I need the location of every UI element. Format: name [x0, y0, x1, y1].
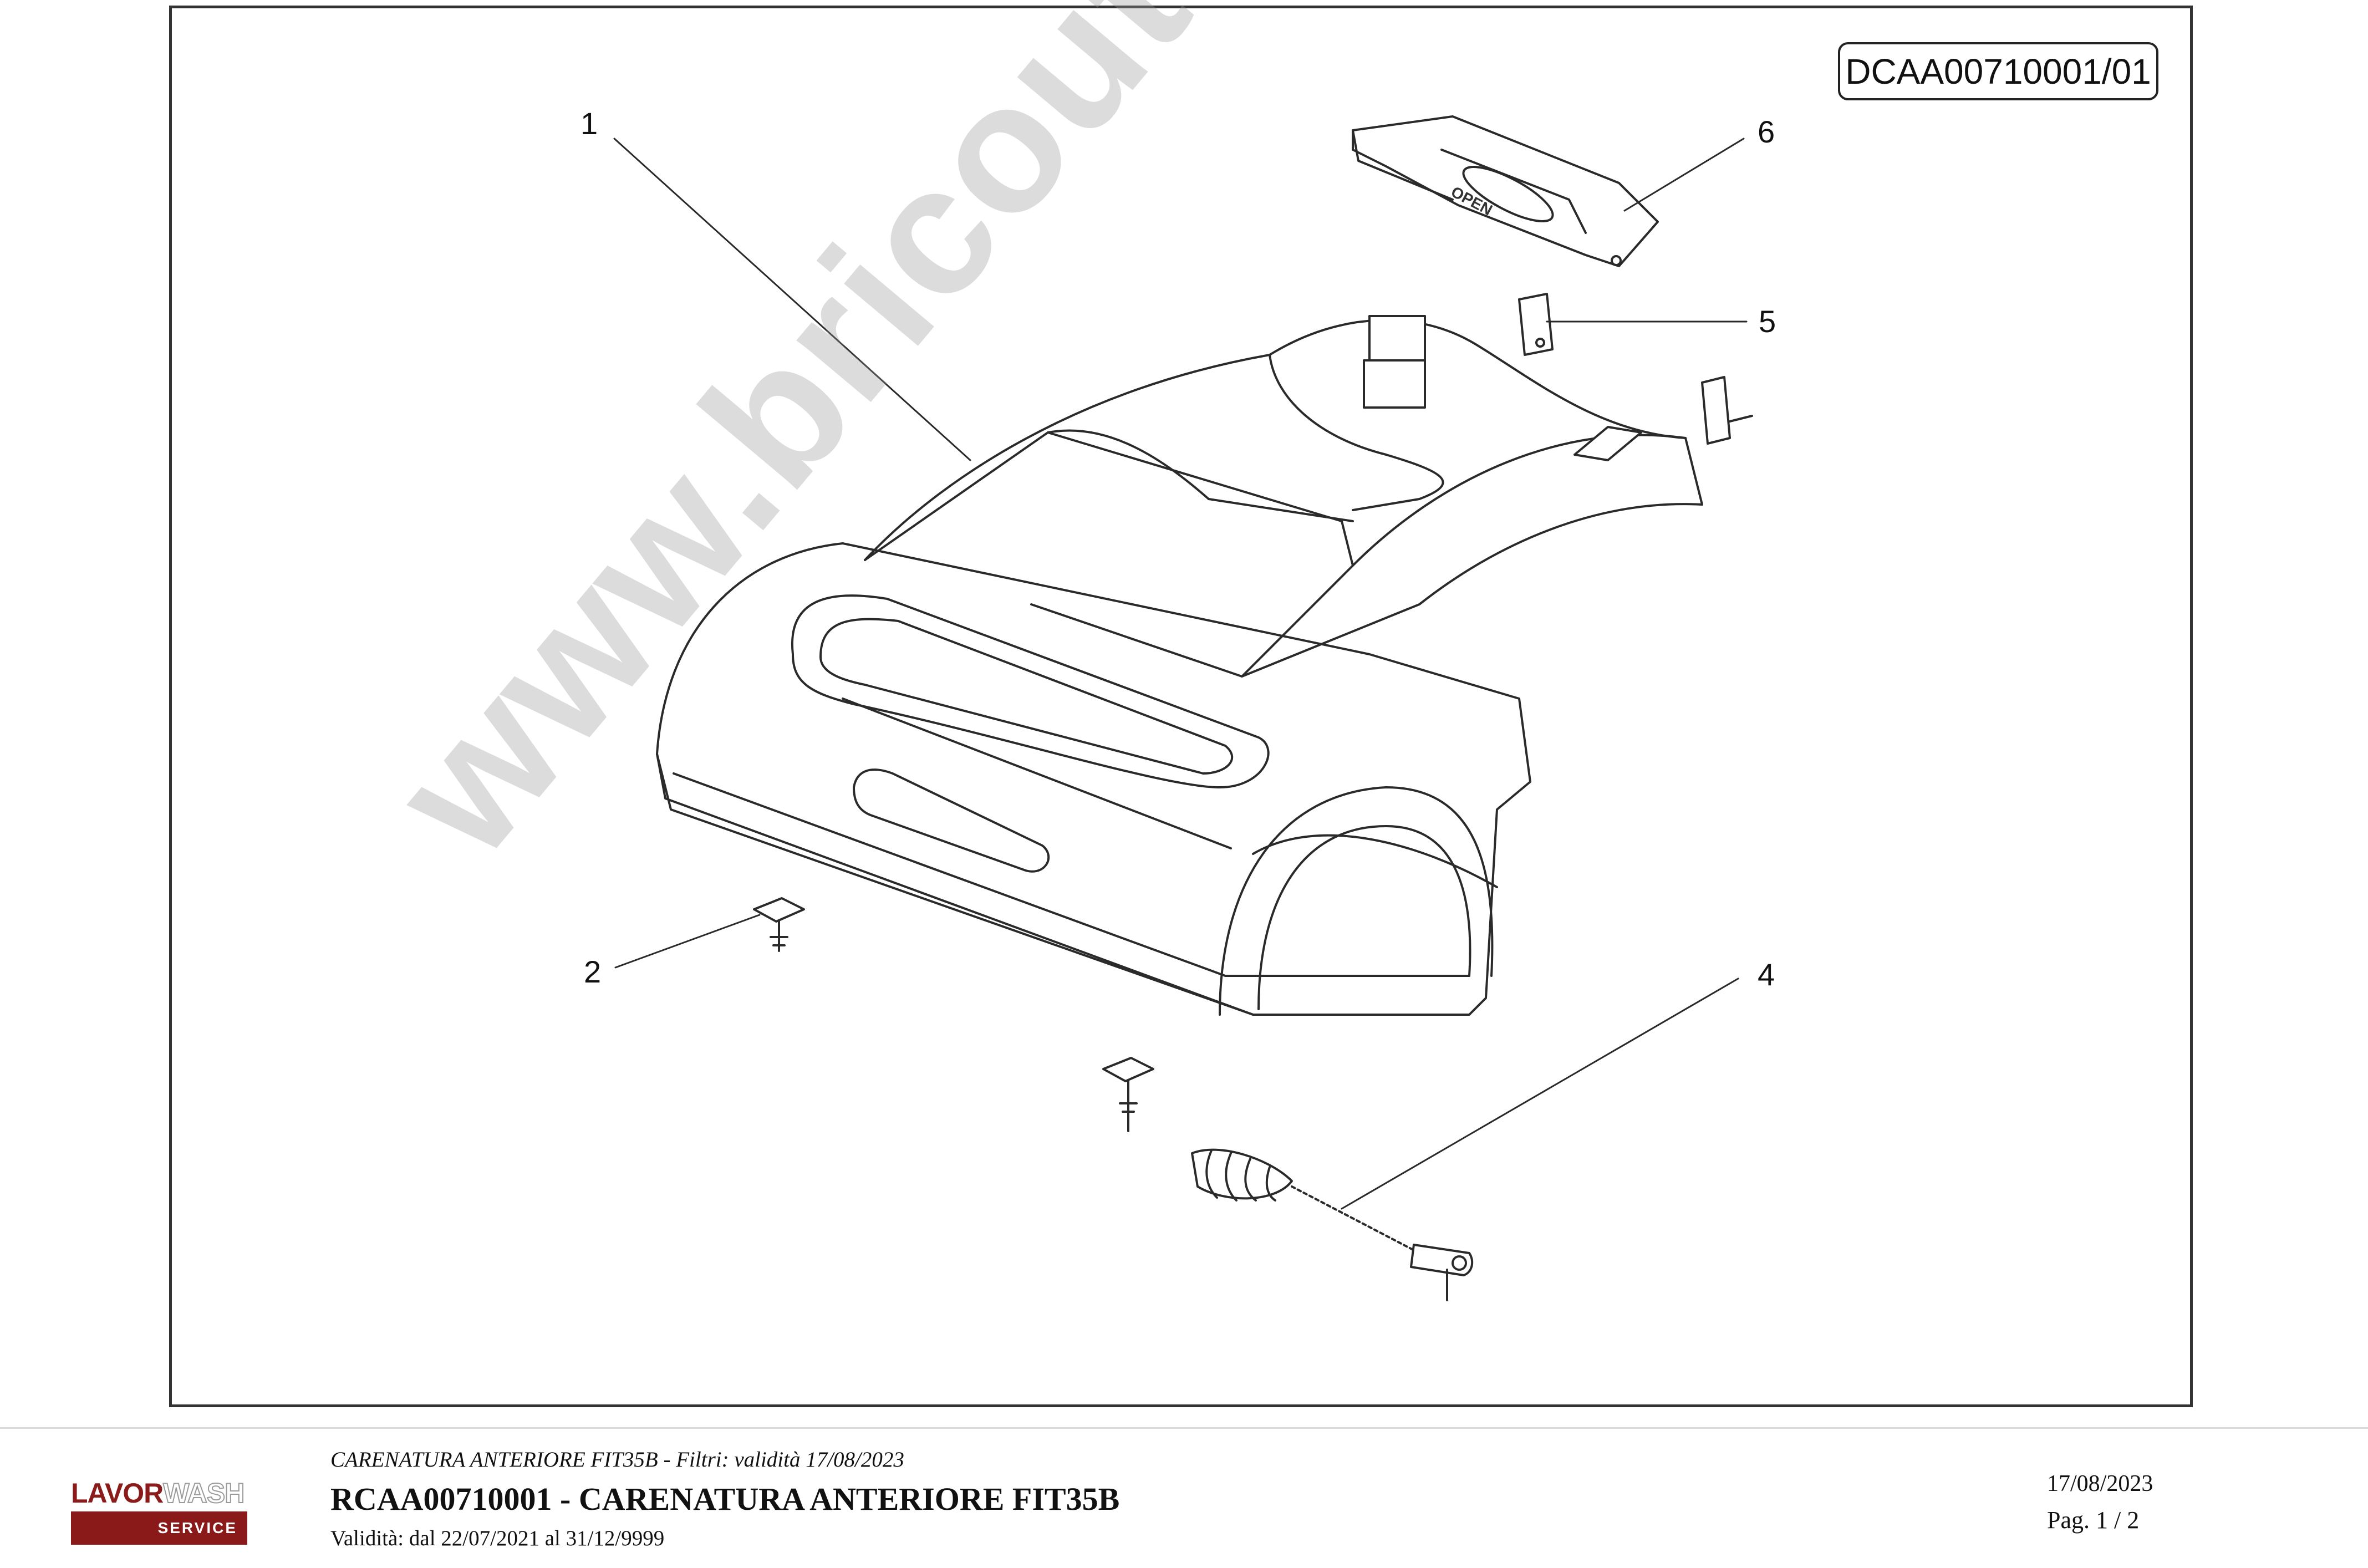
part-5-clip-a	[1518, 293, 1554, 356]
cover-hinge-blocks	[1363, 315, 1642, 461]
drawing-code: DCAA00710001/01	[1838, 42, 2158, 100]
callout-2: 2	[584, 954, 602, 989]
leader-6	[1623, 138, 1745, 212]
part-4-spring-cable	[1191, 1148, 1474, 1301]
callout-6: 6	[1758, 114, 1775, 149]
part-1-front-cover	[656, 319, 1703, 1016]
leader-4	[1341, 978, 1739, 1210]
document-subtitle: CARENATURA ANTERIORE FIT35B - Filtri: va…	[330, 1448, 904, 1472]
logo-lavor-text: LAVOR	[71, 1478, 164, 1509]
part-2-fastener-b	[1102, 1057, 1154, 1132]
leader-2	[614, 914, 761, 969]
callout-4: 4	[1758, 957, 1775, 992]
logo-wash-text: WASH	[162, 1477, 245, 1509]
page-number: Pag. 1 / 2	[2047, 1506, 2140, 1534]
document-date: 17/08/2023	[2047, 1471, 2153, 1496]
part-5-clip-b	[1701, 376, 1753, 445]
document-title: RCAA00710001 - CARENATURA ANTERIORE FIT3…	[330, 1481, 1120, 1517]
callout-5: 5	[1759, 304, 1776, 339]
logo-service-bar: SERVICE	[71, 1511, 247, 1545]
part-6-handle	[1352, 115, 1659, 267]
callout-1: 1	[580, 106, 598, 141]
document-validity: Validità: dal 22/07/2021 al 31/12/9999	[330, 1526, 665, 1550]
part-2-fastener-a	[753, 897, 805, 952]
footer-divider	[0, 1427, 2368, 1429]
leader-1	[613, 138, 971, 461]
